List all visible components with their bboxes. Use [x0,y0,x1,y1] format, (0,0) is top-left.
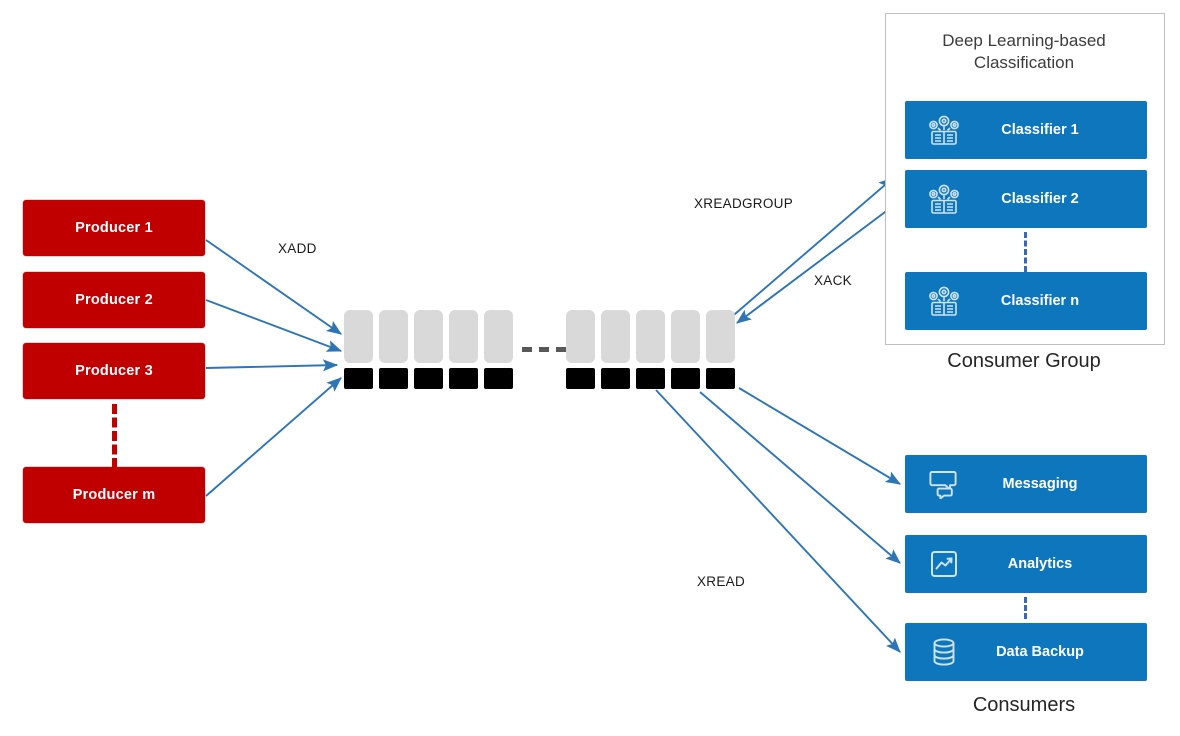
consumer-group-title-line2: Classification [973,53,1075,73]
command-label-xadd: XADD [278,241,317,256]
consumer-ellipsis-dashed-line [1024,597,1027,619]
arrow-stream-to-messaging [738,387,901,485]
command-label-xack: XACK [814,273,852,288]
stream-cell-bottom [414,368,443,389]
arrow-producer1-to-stream [205,239,342,335]
stream-cell [636,310,665,389]
stream-cell-bottom [636,368,665,389]
classifier-box-n[interactable]: Classifier n [905,272,1147,330]
stream-cell [379,310,408,389]
stream-cell [706,310,735,389]
classifier-label: Classifier n [1000,293,1080,309]
stream-cell-top [671,310,700,363]
stream-cell [449,310,478,389]
stream-cell-bottom [484,368,513,389]
gears-book-icon [921,114,967,146]
stream-cell [601,310,630,389]
stream-cell-top [706,310,735,363]
classifier-box-2[interactable]: Classifier 2 [905,170,1147,228]
stream-cell-bottom [344,368,373,389]
stream-cell-top [414,310,443,363]
consumer-box-messaging[interactable]: Messaging [905,455,1147,513]
consumer-label: Messaging [1002,476,1078,492]
stream-cell-top [484,310,513,363]
arrow-stream-to-data-backup [655,389,901,653]
gears-book-icon [921,183,967,215]
stream-cell [414,310,443,389]
arrow-producerm-to-stream [205,377,342,497]
stream-cell-bottom [449,368,478,389]
stream-cell [671,310,700,389]
producer-box-m[interactable]: Producer m [23,467,205,523]
stream-cell-top [566,310,595,363]
stream-cell-top [636,310,665,363]
stream-cell-top [601,310,630,363]
consumer-box-data-backup[interactable]: Data Backup [905,623,1147,681]
arrow-producer2-to-stream [205,299,343,352]
stream-right-group [566,310,738,389]
consumer-box-analytics[interactable]: Analytics [905,535,1147,593]
stream-cell [566,310,595,389]
stream-left-group [344,310,516,389]
stream-cell-top [344,310,373,363]
stream-cell-top [449,310,478,363]
classifier-box-1[interactable]: Classifier 1 [905,101,1147,159]
classifier-ellipsis-dashed-line [1024,232,1027,272]
producer-box-3[interactable]: Producer 3 [23,343,205,399]
chat-bubbles-icon [921,469,967,499]
gears-book-icon [921,285,967,317]
stream-gap-dashed-separator [522,347,566,352]
arrow-producer3-to-stream [205,359,339,372]
line-chart-icon [921,549,967,579]
producer-label: Producer 3 [75,363,153,379]
producer-label: Producer 1 [75,220,153,236]
arrow-consumer-group-ack-to-stream [736,205,894,324]
producer-ellipsis-dashed-line [112,404,117,468]
stream-cell [344,310,373,389]
stream-cell-bottom [601,368,630,389]
arrow-stream-to-analytics [699,391,901,564]
consumer-label: Data Backup [996,644,1084,660]
classifier-label: Classifier 2 [1001,191,1079,207]
stream-cell [484,310,513,389]
stream-cell-bottom [379,368,408,389]
producer-label: Producer 2 [75,292,153,308]
producer-box-1[interactable]: Producer 1 [23,200,205,256]
stream-cell-bottom [566,368,595,389]
command-label-xreadgroup: XREADGROUP [694,196,794,211]
consumer-label: Analytics [1007,556,1073,572]
stream-cell-bottom [671,368,700,389]
consumers-caption: Consumers [972,694,1076,716]
producer-label: Producer m [72,487,156,503]
database-icon [921,636,967,668]
command-label-xread: XREAD [697,574,746,589]
consumer-group-title-line1: Deep Learning-based [942,31,1106,50]
stream-cell-top [379,310,408,363]
classifier-label: Classifier 1 [1001,122,1079,138]
stream-cell-bottom [706,368,735,389]
consumer-group-caption: Consumer Group [947,350,1101,372]
producer-box-2[interactable]: Producer 2 [23,272,205,328]
consumer-group-title: Deep Learning-based Classification [885,30,1163,75]
